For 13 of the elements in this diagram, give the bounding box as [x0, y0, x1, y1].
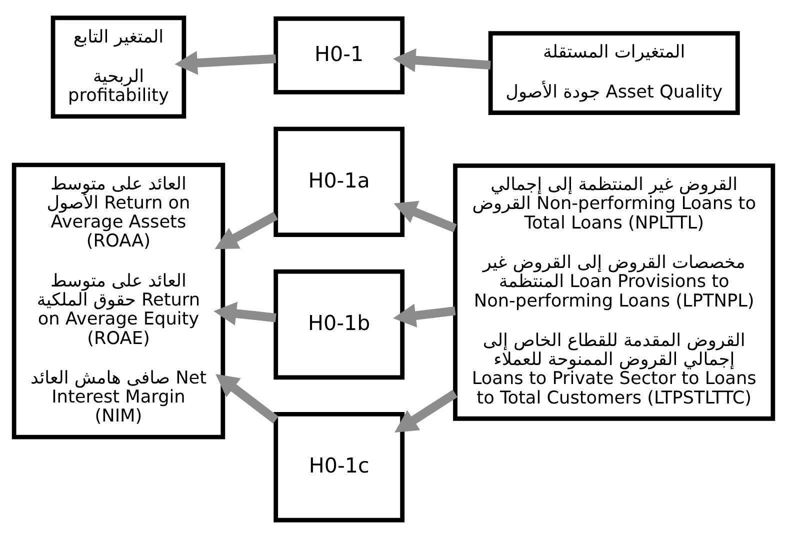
arrow	[214, 212, 278, 250]
arrow	[394, 200, 457, 232]
node-box: المتغيرات المستقلة جودة الأصول Asset Quality	[488, 31, 740, 115]
arrow	[392, 48, 491, 72]
node-box: H0-1c	[274, 412, 405, 522]
arrow	[394, 390, 458, 432]
arrow	[216, 374, 279, 424]
node-box: H0-1	[274, 16, 405, 94]
arrow	[393, 304, 456, 328]
node-box: H0-1b	[274, 269, 405, 380]
arrow	[214, 302, 276, 326]
node-box: H0-1a	[274, 126, 405, 238]
arrow	[174, 51, 276, 75]
